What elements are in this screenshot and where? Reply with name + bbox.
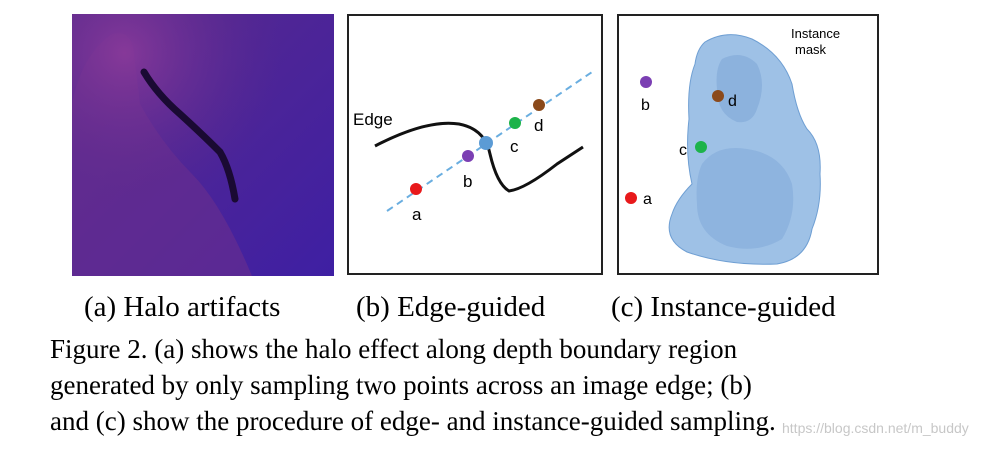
point-b	[462, 150, 474, 162]
figure-caption-line-1: Figure 2. (a) shows the halo effect alon…	[50, 334, 738, 364]
point-a	[410, 183, 422, 195]
caption-halo-artifacts: (a) Halo artifacts	[84, 291, 281, 323]
edge-guided-svg: Edge a b c d	[347, 14, 603, 275]
point-a-label: a	[412, 205, 422, 224]
edge-point	[479, 136, 493, 150]
point-c	[509, 117, 521, 129]
point-c-label: c	[510, 137, 519, 156]
halo-glow	[72, 14, 334, 276]
halo-artifacts-image	[72, 14, 334, 276]
figure-caption: Figure 2. (a) shows the halo effect alon…	[50, 331, 900, 439]
edge-curve	[374, 121, 584, 193]
edge-guided-diagram: Edge a b c d	[347, 14, 603, 275]
instance-guided-svg: Instance mask b d c a	[617, 14, 879, 275]
instance-mask-label-2: mask	[795, 42, 827, 57]
halo-artifacts-svg	[72, 14, 334, 276]
caption-edge-guided: (b) Edge-guided	[356, 291, 546, 323]
figure-head	[716, 55, 762, 123]
point-a-label: a	[643, 191, 652, 208]
point-c	[695, 141, 707, 153]
point-d	[712, 90, 724, 102]
figure-body	[696, 148, 794, 249]
edge-panel-frame	[347, 14, 603, 275]
watermark: https://blog.csdn.net/m_buddy	[782, 420, 969, 436]
instance-guided-diagram: Instance mask b d c a	[617, 14, 879, 275]
point-d-label: d	[728, 93, 737, 110]
point-b-label: b	[641, 97, 650, 114]
figure-caption-line-2: generated by only sampling two points ac…	[50, 370, 752, 400]
subfigure-captions: (a) Halo artifacts (b) Edge-guided (c) I…	[0, 289, 988, 329]
point-b	[640, 76, 652, 88]
point-d-label: d	[534, 116, 543, 135]
instance-mask-label-1: Instance	[791, 26, 840, 41]
edge-label: Edge	[353, 110, 393, 129]
point-a	[625, 192, 637, 204]
point-d	[533, 99, 545, 111]
figure-caption-line-3: and (c) show the procedure of edge- and …	[50, 406, 776, 436]
point-b-label: b	[463, 172, 472, 191]
caption-instance-guided: (c) Instance-guided	[611, 291, 836, 323]
point-c-label: c	[679, 142, 687, 159]
halo-dark-boundary	[140, 68, 239, 203]
